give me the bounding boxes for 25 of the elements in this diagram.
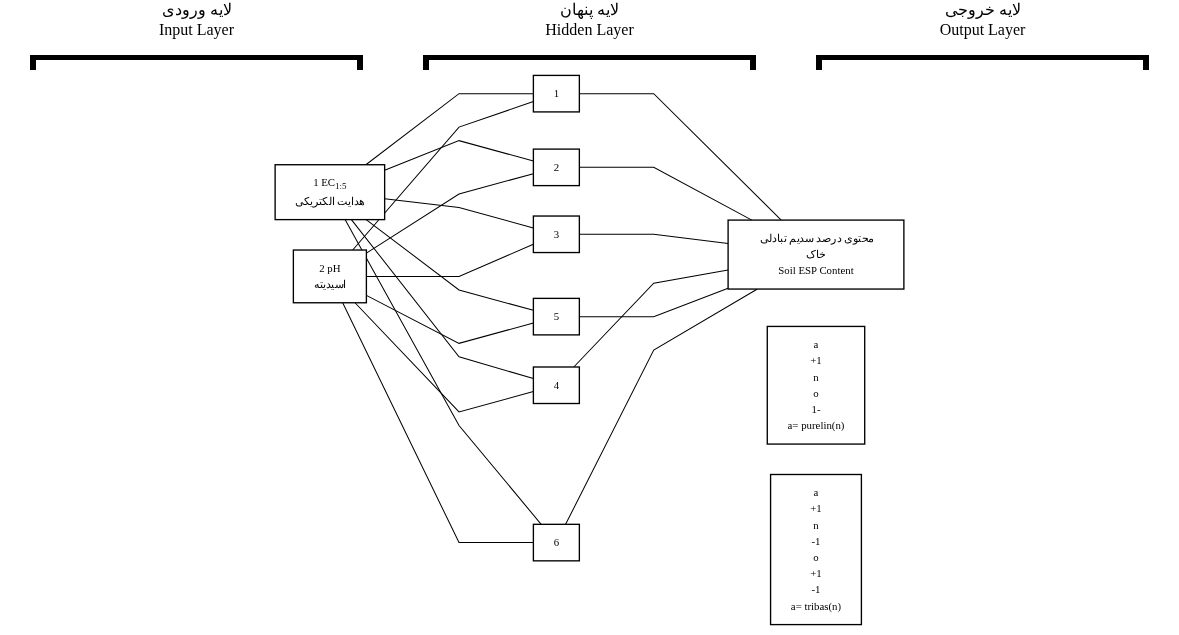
connector xyxy=(354,302,534,413)
connector xyxy=(342,302,534,544)
node-box: 5 xyxy=(532,297,581,336)
layer-heading: Input Layer xyxy=(157,20,236,40)
connector xyxy=(573,269,729,368)
connector xyxy=(344,219,542,525)
node-box: 2 xyxy=(532,148,581,187)
layer-heading: Hidden Layer xyxy=(544,20,635,40)
connector xyxy=(352,101,534,251)
connector xyxy=(384,198,534,229)
node-box: 4 xyxy=(532,366,581,405)
connector xyxy=(365,219,534,311)
layer-heading: لایه ورودی xyxy=(160,0,233,20)
connector xyxy=(384,140,534,171)
connector xyxy=(350,219,534,380)
node-box: 1 xyxy=(532,74,581,113)
node-box: a +1 n -1 o +1 -1 a= tribas(n) xyxy=(769,473,863,626)
layer-heading: Output Layer xyxy=(938,20,1027,40)
node-box: a +1 n o 1- a= purelin(n) xyxy=(766,325,866,445)
node-box: 3 xyxy=(532,215,581,254)
connector xyxy=(565,288,758,525)
layer-heading: لایه پنهان xyxy=(559,0,620,20)
connector xyxy=(365,93,534,166)
layer-heading: لایه خروجی xyxy=(943,0,1022,20)
node-box: 6 xyxy=(532,523,581,562)
